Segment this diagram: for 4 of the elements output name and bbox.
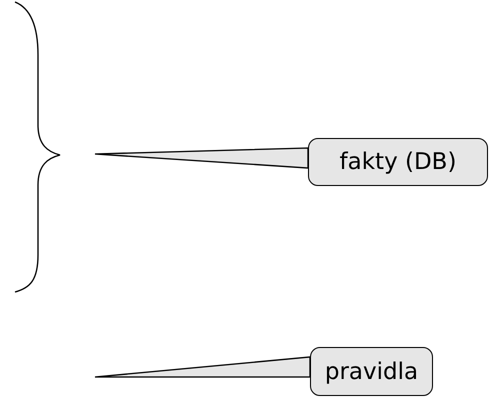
leader-line [94,147,309,169]
callout-box: pravidla [310,347,433,396]
callout-box: fakty (DB) [308,138,488,186]
leader-line [94,356,311,378]
